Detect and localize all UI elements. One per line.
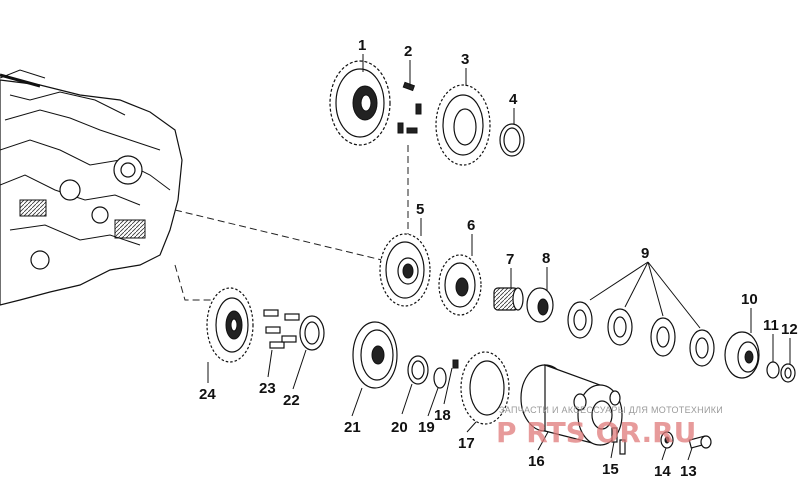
- label-23: 23: [259, 380, 276, 397]
- label-2: 2: [404, 43, 412, 60]
- label-21: 21: [344, 419, 361, 436]
- label-18: 18: [434, 407, 451, 424]
- label-16: 16: [528, 453, 545, 470]
- label-7: 7: [506, 251, 514, 268]
- label-17: 17: [458, 435, 475, 452]
- label-1: 1: [358, 37, 366, 54]
- part-8-bushing: [526, 287, 554, 323]
- part-6-gear: [438, 254, 482, 316]
- part-7-needle-bearing: [493, 287, 524, 311]
- label-8: 8: [542, 250, 550, 267]
- part-22-seal: [299, 315, 325, 351]
- label-11: 11: [763, 317, 779, 334]
- engine-crankcase-illustration: [0, 69, 183, 306]
- part-2-pins: [397, 81, 422, 134]
- part-17-ring-gear: [460, 351, 510, 425]
- part-21-gear: [352, 321, 398, 389]
- label-14: 14: [654, 463, 671, 480]
- label-22: 22: [283, 392, 300, 409]
- label-13: 13: [680, 463, 697, 480]
- label-9: 9: [641, 245, 649, 262]
- part-5-gear: [379, 233, 431, 307]
- label-12: 12: [781, 321, 798, 338]
- part-number-labels: 1 2 3 4 5 6 7 8 9 10 11 12 13 14 15 16 1…: [199, 37, 798, 480]
- part-23-bolts: [263, 309, 300, 349]
- label-19: 19: [418, 419, 435, 436]
- leader-lines: [207, 54, 791, 461]
- label-4: 4: [509, 91, 518, 108]
- part-10-hub: [724, 331, 760, 379]
- part-19-snap-ring: [433, 367, 447, 389]
- watermark-logo: P RTS OR.RU: [496, 416, 696, 449]
- label-20: 20: [391, 419, 408, 436]
- part-20-washer: [407, 355, 429, 385]
- part-1-gear: [329, 60, 391, 146]
- label-3: 3: [461, 51, 469, 68]
- label-24: 24: [199, 386, 216, 403]
- label-6: 6: [467, 217, 475, 234]
- watermark-tagline: ЗАПЧАСТИ И АКСЕССУАРЫ ДЛЯ МОТОТЕХНИКИ: [499, 405, 723, 415]
- label-10: 10: [741, 291, 758, 308]
- part-3-ring-gear: [435, 84, 491, 166]
- part-4-snap-ring: [499, 123, 525, 157]
- part-11-ring: [766, 361, 780, 379]
- label-15: 15: [602, 461, 619, 478]
- watermark: ЗАПЧАСТИ И АКСЕССУАРЫ ДЛЯ МОТОТЕХНИКИ P …: [496, 405, 723, 449]
- assembly-guide-lines: [174, 145, 409, 301]
- part-24-gear: [206, 287, 254, 363]
- part-12-ring: [780, 363, 796, 383]
- part-13-bolt: [688, 435, 712, 449]
- part-18-pin: [452, 359, 459, 369]
- part-14-washer: [660, 431, 674, 449]
- part-15-bolts: [611, 427, 626, 455]
- label-5: 5: [416, 201, 424, 218]
- part-16-housing: [520, 364, 623, 446]
- part-9-washers: [567, 301, 715, 367]
